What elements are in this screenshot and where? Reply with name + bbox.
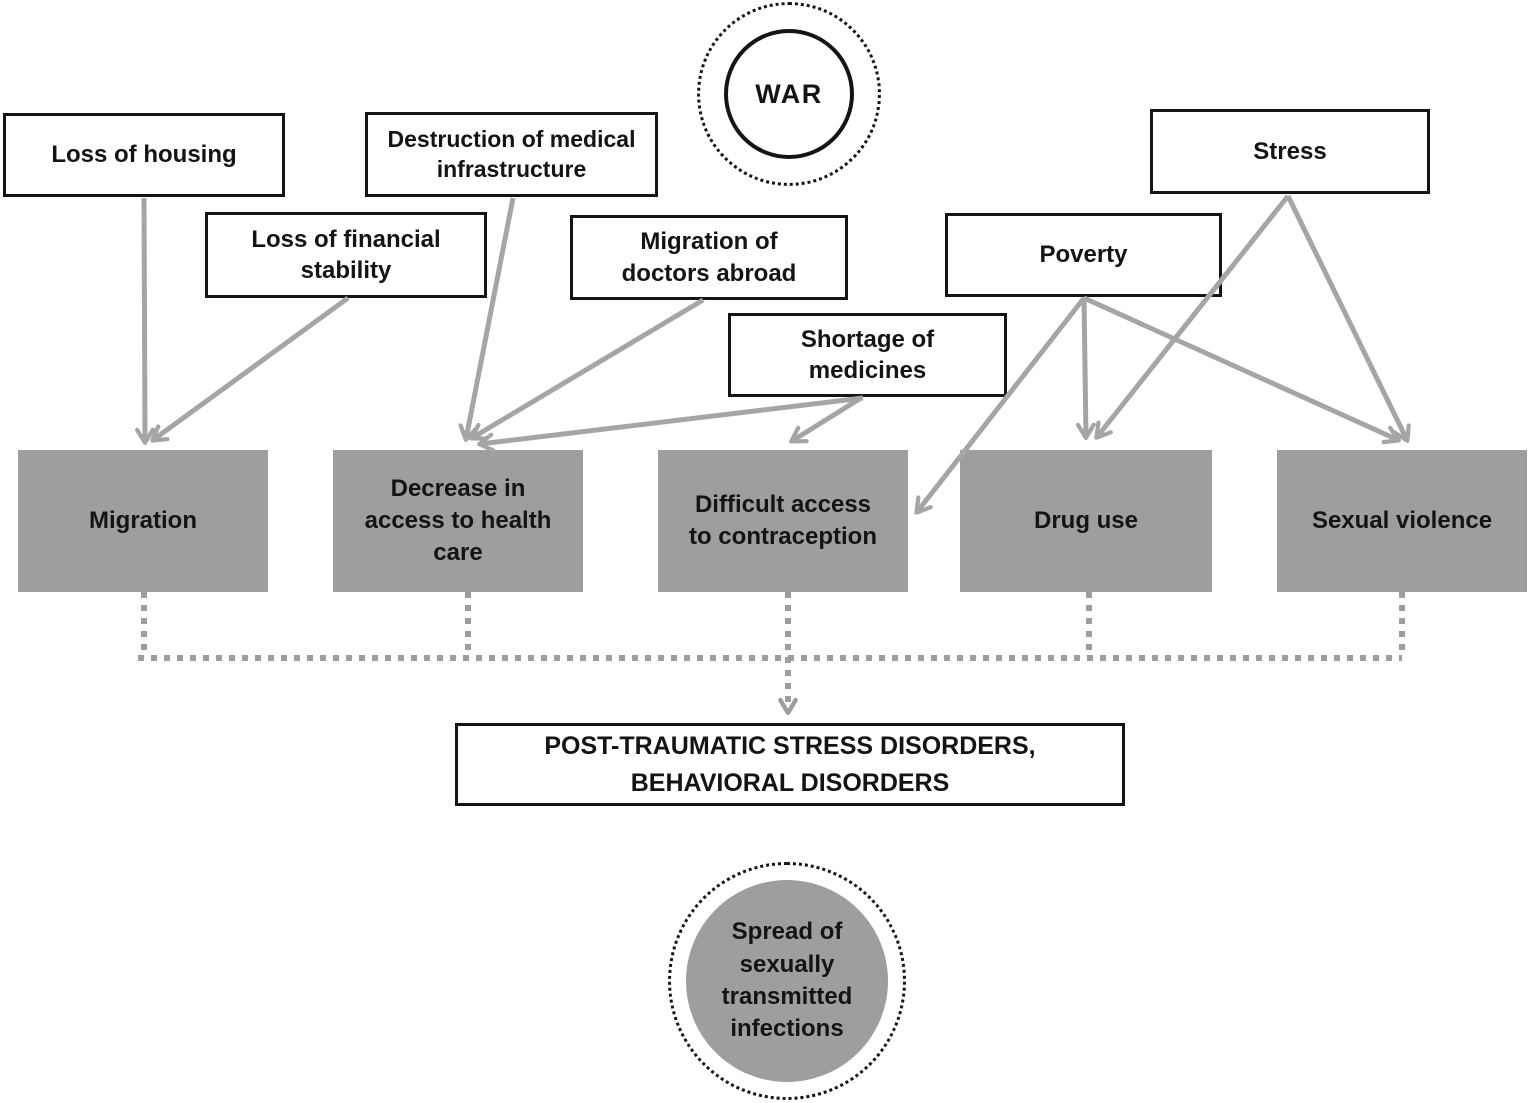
loss-of-housing-label: Loss of housing	[51, 141, 237, 169]
node-poverty: Poverty	[945, 213, 1222, 297]
node-ptsd-behavioral-disorders: POST-TRAUMATIC STRESS DISORDERS, BEHAVIO…	[455, 723, 1125, 806]
war-node: WAR	[724, 29, 854, 159]
sti-label: Spread of sexually transmitted infection…	[721, 918, 853, 1043]
destruction-label: Destruction of medical infrastructure	[387, 125, 636, 182]
drug-use-label: Drug use	[1033, 507, 1138, 535]
migration-label: Migration	[89, 507, 197, 535]
arrow-shortage-to-decrease	[477, 395, 864, 453]
ptsd-label: POST-TRAUMATIC STRESS DISORDERS, BEHAVIO…	[544, 732, 1036, 797]
war-circle-dotted-ring: WAR	[697, 2, 881, 186]
sti-circle-dotted-ring: Spread of sexually transmitted infection…	[668, 862, 906, 1100]
doctors-abroad-label: Migration of doctors abroad	[621, 228, 797, 287]
node-loss-of-financial-stability: Loss of financial stability	[205, 212, 487, 298]
arrow-doctors-to-decrease	[469, 297, 705, 441]
node-migration: Migration	[18, 450, 268, 592]
arrow-poverty-to-drug_use	[1075, 297, 1096, 440]
shortage-of-medicines-label: Shortage of medicines	[800, 325, 935, 384]
financial-stability-label: Loss of financial stability	[251, 225, 441, 284]
node-migration-of-doctors-abroad: Migration of doctors abroad	[570, 215, 848, 300]
node-drug-use: Drug use	[960, 450, 1212, 592]
sexual-violence-label: Sexual violence	[1311, 507, 1493, 535]
arrow-stress-to-sexual_violence	[1285, 194, 1411, 443]
arrow-shortage-to-difficult	[789, 395, 863, 444]
decrease-access-label: Decrease in access to health care	[364, 475, 552, 566]
node-difficult-access-contraception: Difficult access to contraception	[658, 450, 908, 592]
arrow-financial-to-migration	[150, 295, 350, 443]
arrow-loss_housing-to-migration	[134, 197, 155, 445]
stress-label: Stress	[1253, 137, 1327, 165]
node-decrease-access-health-care: Decrease in access to health care	[333, 450, 583, 592]
node-shortage-of-medicines: Shortage of medicines	[728, 313, 1007, 397]
node-loss-of-housing: Loss of housing	[3, 113, 285, 197]
node-destruction-of-medical-infrastructure: Destruction of medical infrastructure	[365, 112, 658, 197]
node-sexual-violence: Sexual violence	[1277, 450, 1527, 592]
arrow-poverty-to-sexual_violence	[1082, 295, 1401, 445]
poverty-label: Poverty	[1039, 241, 1128, 269]
war-label: WAR	[755, 78, 823, 109]
difficult-access-label: Difficult access to contraception	[688, 491, 877, 550]
node-spread-of-sti: Spread of sexually transmitted infection…	[686, 880, 888, 1082]
node-stress: Stress	[1150, 109, 1430, 194]
